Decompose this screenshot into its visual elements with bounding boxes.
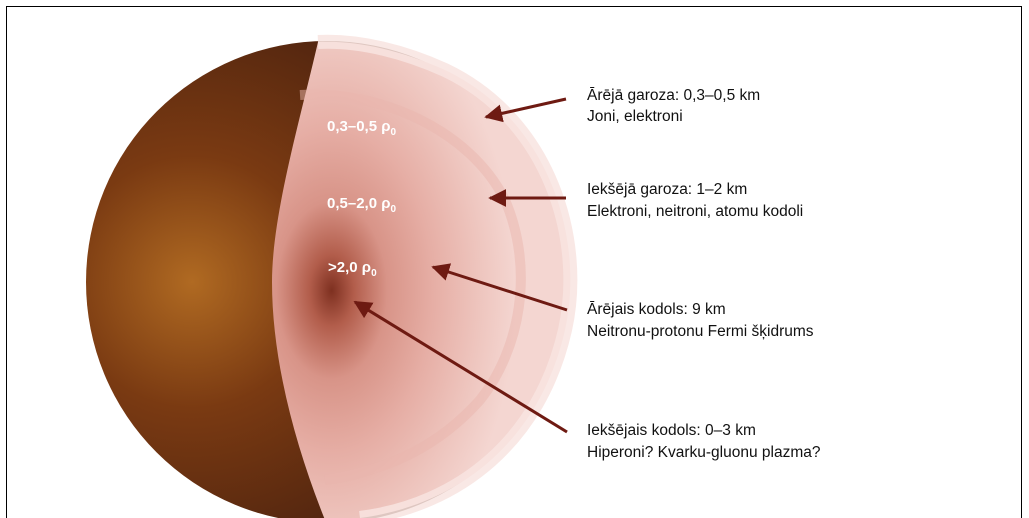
layer-composition: Joni, elektroni — [587, 108, 683, 125]
layer-composition: Elektroni, neitroni, atomu kodoli — [587, 203, 803, 220]
label-inner-crust: Iekšējā garoza: 1–2 km Elektroni, neitro… — [587, 181, 803, 220]
layer-composition: Hiperoni? Kvarku-gluonu plazma? — [587, 444, 821, 461]
layer-name: Ārējā garoza: 0,3–0,5 km — [587, 87, 760, 104]
label-outer-core: Ārējais kodols: 9 km Neitronu-protonu Fe… — [587, 301, 814, 340]
label-outer-crust: Ārējā garoza: 0,3–0,5 km Joni, elektroni — [587, 87, 760, 125]
layer-name: Ārējais kodols: 9 km — [587, 301, 726, 318]
layer-name: Iekšējais kodols: 0–3 km — [587, 422, 756, 439]
layer-composition: Neitronu-protonu Fermi šķidrums — [587, 323, 814, 340]
label-inner-core: Iekšējais kodols: 0–3 km Hiperoni? Kvark… — [587, 422, 821, 461]
layer-name: Iekšējā garoza: 1–2 km — [587, 181, 747, 198]
